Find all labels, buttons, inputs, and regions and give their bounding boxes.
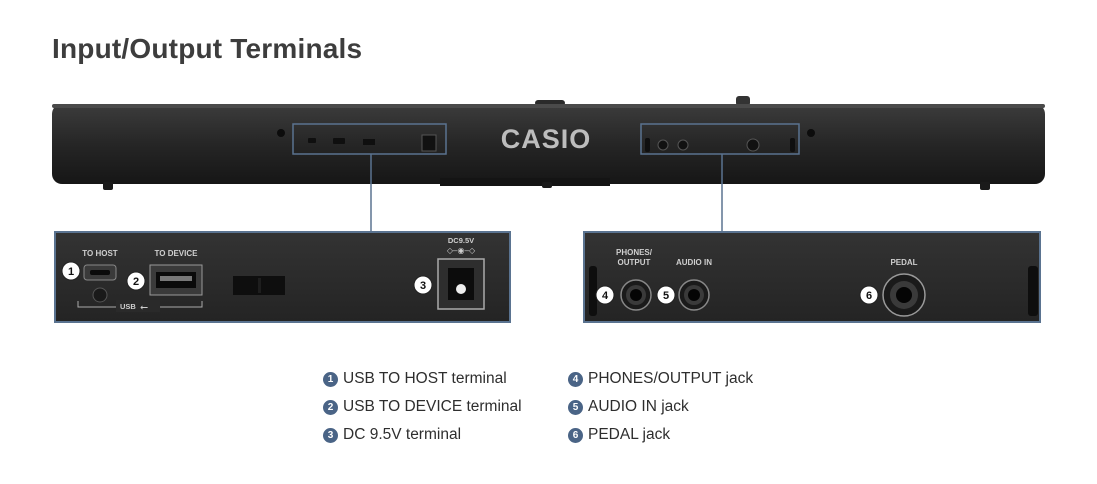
legend-column-2: 4 PHONES/OUTPUT jack 5 AUDIO IN jack 6 PEDA… bbox=[568, 365, 753, 449]
legend-text: PHONES/OUTPUT jack bbox=[588, 370, 754, 387]
legend-text: USB TO HOST terminal bbox=[343, 370, 507, 387]
highlight-left bbox=[292, 123, 447, 155]
legend-text: USB TO DEVICE terminal bbox=[343, 398, 522, 415]
highlight-right bbox=[640, 123, 800, 155]
marker-3: 3 bbox=[413, 275, 433, 295]
legend-item: 4 PHONES/OUTPUT jack bbox=[568, 365, 753, 393]
marker-4: 4 bbox=[595, 285, 615, 305]
svg-text:5: 5 bbox=[663, 290, 669, 302]
legend-number-badge: 4 bbox=[568, 371, 583, 387]
svg-text:6: 6 bbox=[866, 290, 872, 302]
legend-item: 2 USB TO DEVICE terminal bbox=[323, 393, 522, 421]
label-to-device: TO DEVICE bbox=[155, 249, 199, 258]
page-title: Input/Output Terminals bbox=[52, 33, 363, 64]
svg-text:4: 4 bbox=[602, 290, 609, 302]
right-detail-panel: PHONES/ OUTPUT AUDIO IN PEDAL 4 5 6 bbox=[583, 231, 1041, 323]
audio-in-jack bbox=[678, 279, 710, 311]
legend-item: 6 PEDAL jack bbox=[568, 421, 753, 449]
screw-hole bbox=[92, 287, 108, 303]
marker-6: 6 bbox=[859, 285, 879, 305]
marker-2: 2 bbox=[126, 271, 146, 291]
legend-text: AUDIO IN jack bbox=[588, 398, 689, 415]
legend-number-badge: 2 bbox=[323, 399, 338, 415]
legend-item: 1 USB TO HOST terminal bbox=[323, 365, 522, 393]
label-phones-line2: OUTPUT bbox=[618, 258, 651, 267]
legend-number-badge: 5 bbox=[568, 399, 583, 415]
legend-text: DC 9.5V terminal bbox=[343, 426, 462, 443]
label-pedal: PEDAL bbox=[890, 258, 917, 267]
legend-text: PEDAL jack bbox=[588, 426, 671, 443]
legend-number-badge: 6 bbox=[568, 427, 583, 443]
marker-1: 1 bbox=[61, 261, 81, 281]
phones-output-jack bbox=[620, 279, 652, 311]
legend-column-1: 1 USB TO HOST terminal 2 USB TO DEVICE ter… bbox=[323, 365, 522, 449]
svg-text:3: 3 bbox=[420, 280, 426, 292]
label-to-host: TO HOST bbox=[82, 249, 118, 258]
svg-text:2: 2 bbox=[133, 276, 139, 288]
label-dc: DC9.5V bbox=[448, 236, 474, 245]
legend-number-badge: 1 bbox=[323, 371, 338, 387]
svg-text:1: 1 bbox=[68, 266, 74, 278]
label-audio-in: AUDIO IN bbox=[676, 258, 712, 267]
legend-item: 5 AUDIO IN jack bbox=[568, 393, 753, 421]
brand-logo: CASIO bbox=[501, 124, 592, 154]
usb-symbol-icon: ⭠ bbox=[140, 302, 148, 313]
marker-5: 5 bbox=[656, 285, 676, 305]
label-usb: USB bbox=[120, 302, 136, 311]
legend-item: 3 DC 9.5V terminal bbox=[323, 421, 522, 449]
pedal-jack bbox=[882, 273, 926, 317]
polarity-icon: ◇–◉–◇ bbox=[447, 246, 476, 255]
left-detail-panel: TO HOST TO DEVICE USB ⭠ DC9.5V ◇–◉–◇ 1 2… bbox=[54, 231, 511, 323]
label-phones-line1: PHONES/ bbox=[616, 248, 653, 257]
legend-number-badge: 3 bbox=[323, 427, 338, 443]
